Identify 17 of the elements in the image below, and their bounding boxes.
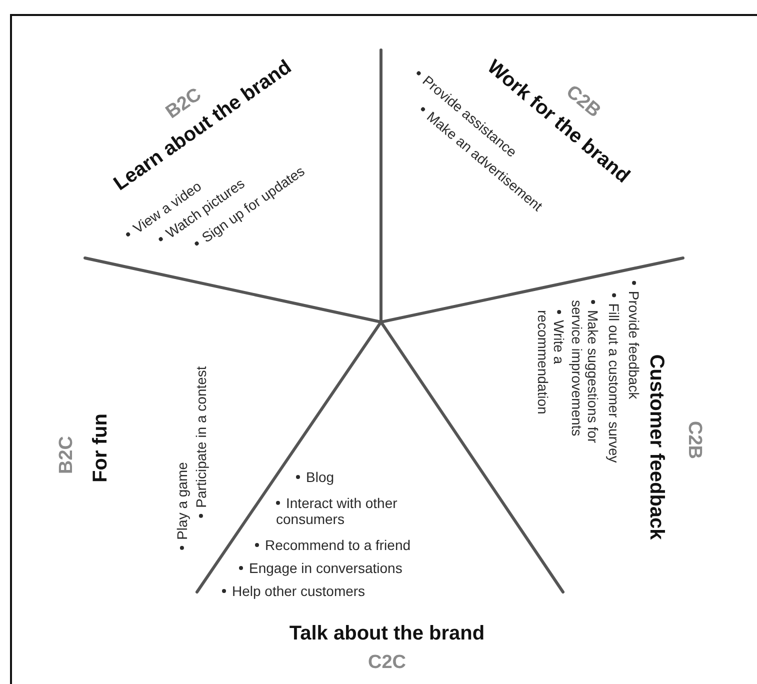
section-heading: Customer feedback: [644, 354, 668, 540]
bullet-item: Blog: [296, 468, 334, 486]
bullet-item: Interact with other consumers: [276, 494, 398, 528]
bullet-item: Recommend to a friend: [255, 536, 411, 554]
category-code: C2C: [368, 652, 406, 674]
bullet-item: Fill out a customer survey: [606, 293, 622, 463]
bullet-item: Write a recommendation: [534, 310, 568, 416]
section-heading: For fun: [90, 414, 112, 482]
bullet-item: Participate in a contest: [192, 366, 210, 518]
bullet-item: Engage in conversations: [239, 560, 402, 576]
category-code: B2C: [56, 436, 78, 474]
bullet-item: Make suggestions for service improvements: [568, 300, 602, 446]
category-code: C2B: [683, 421, 705, 459]
bullet-item: Play a game: [174, 462, 190, 550]
bullet-item: Help other customers: [222, 582, 366, 600]
bullet-item: Provide feedback: [626, 280, 642, 400]
section-heading: Talk about the brand: [289, 622, 485, 646]
